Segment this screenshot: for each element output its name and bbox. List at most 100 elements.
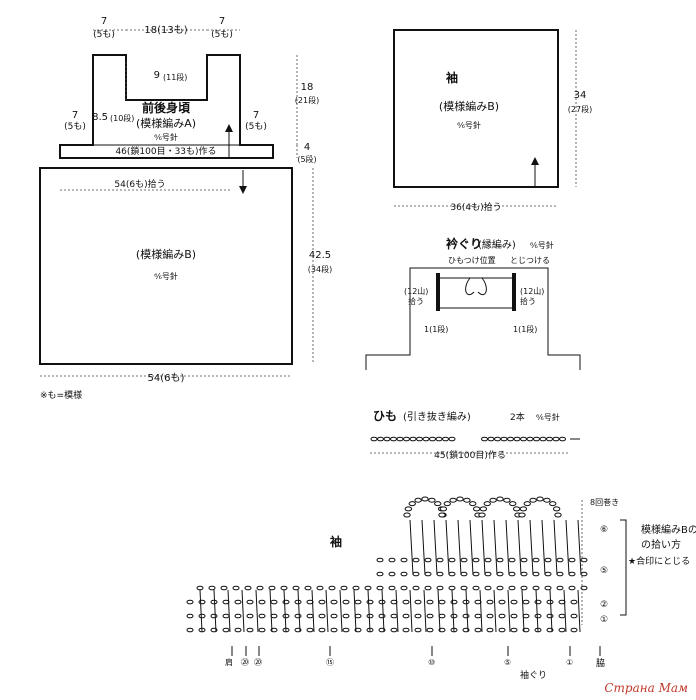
collar-piece: 衿ぐり (縁編み) ⁶⁄₆号針 ひもつけ位置 とじつける (12山) 拾う (1…	[365, 236, 581, 370]
chain-stitch	[448, 585, 456, 591]
yoke-height-sub: (21段)	[295, 95, 319, 105]
body-piece: 7 (5も) 18(13も) 7 (5も) 9 (11段) 8.5 (10段) …	[39, 16, 332, 401]
side-label-2: 袖ぐり	[520, 669, 547, 681]
dc-stitch	[367, 589, 371, 633]
chain-stitch	[366, 613, 374, 619]
chain-stitch	[396, 436, 404, 442]
dc-stitch	[563, 589, 567, 633]
chain-stitch	[403, 512, 411, 518]
band-label: 46(鎖100目・33も)作る	[115, 145, 216, 157]
chain-stitch	[244, 585, 252, 591]
body-needle-b: ⁶⁄₆号針	[154, 271, 178, 281]
chain-stitch	[558, 613, 566, 619]
stitch-title: 袖	[330, 534, 342, 549]
chain-stitch	[534, 613, 542, 619]
dc-stitch	[311, 589, 315, 633]
chain-stitch	[462, 599, 470, 605]
chain-stitch	[443, 501, 451, 507]
chain-stitch	[280, 585, 288, 591]
side-width-l: 7	[72, 110, 78, 121]
chain-stitch	[404, 506, 413, 512]
chain-stitch	[438, 613, 446, 619]
chain-stitch	[460, 571, 468, 577]
dc-stitch	[493, 589, 497, 633]
chain-stitch	[412, 585, 420, 591]
chain-stitch	[486, 627, 494, 633]
dc-stitch	[241, 589, 245, 633]
bottom-label-1: ①	[566, 658, 573, 667]
chain-stitch	[208, 585, 216, 591]
sleeve-height: 34	[574, 90, 587, 101]
dc-stitch	[421, 519, 426, 576]
chain-stitch	[429, 436, 436, 442]
chain-stitch	[402, 599, 410, 605]
dc-stitch	[283, 589, 287, 633]
chain-stitch	[486, 613, 494, 619]
chain-stitch	[489, 497, 497, 503]
chain-stitch	[448, 571, 456, 577]
chain-stitch	[330, 599, 338, 605]
side-width-r: 7	[253, 110, 259, 121]
chain-stitch	[328, 585, 336, 591]
chain-stitch	[270, 599, 278, 605]
chain-stitch	[520, 585, 528, 591]
dc-stitch	[325, 589, 329, 633]
top-strap-width-r-sub: (5も)	[211, 29, 233, 40]
chain-stitch	[390, 627, 398, 633]
dc-stitch	[521, 589, 525, 633]
dc-stitch	[255, 589, 259, 633]
collar-needle: ⁶⁄₆号針	[530, 240, 554, 250]
chain-stitch	[508, 585, 516, 591]
strap-height-sub: (11段)	[163, 72, 187, 82]
chain-stitch	[523, 501, 531, 507]
chain-stitch	[378, 613, 386, 619]
pick-r2: 拾う	[520, 296, 536, 306]
body-height-sub: (34段)	[308, 264, 332, 274]
chain-stitch	[520, 436, 527, 442]
band-height: 4	[304, 142, 310, 153]
tie-chain	[370, 436, 580, 442]
chain-stitch	[472, 585, 480, 591]
chain-stitch	[529, 497, 537, 503]
sleeve-pattern: (模様編みB)	[439, 99, 499, 113]
dc-stitch	[541, 519, 546, 576]
collar-edge-r	[512, 273, 516, 311]
chain-stitch	[546, 599, 554, 605]
chain-stitch	[246, 627, 254, 633]
body-pattern-a: (模様編みA)	[136, 116, 196, 130]
dc-stitch	[565, 519, 570, 576]
note: ※も=模様	[40, 389, 82, 401]
chain-stitch	[426, 627, 434, 633]
chain-stitch	[486, 599, 494, 605]
chain-stitch	[484, 557, 492, 563]
chain-stitch	[508, 571, 516, 577]
top-gap-width: 18(13も)	[144, 24, 187, 36]
row-marker-2: ②	[600, 600, 608, 610]
chain-stitch	[234, 613, 242, 619]
chain-stitch	[509, 501, 517, 507]
chain-stitch	[449, 497, 457, 503]
dc-stitch	[339, 589, 343, 633]
chain-stitch	[519, 506, 528, 512]
chain-stitch	[234, 599, 242, 605]
down-arrow-head	[239, 186, 247, 194]
chain-stitch	[402, 627, 410, 633]
tie-bow	[465, 277, 487, 296]
side-width-r-sub: (5も)	[245, 121, 267, 132]
dc-stitch	[517, 519, 522, 576]
chain-stitch	[342, 599, 350, 605]
dc-stitch	[297, 589, 301, 633]
tie-position: ひもつけ位置	[448, 255, 496, 265]
chain-stitch	[186, 613, 194, 619]
chain-stitch	[546, 613, 554, 619]
chain-stitch	[534, 599, 542, 605]
chain-stitch	[318, 599, 326, 605]
chain-stitch	[484, 585, 492, 591]
chain-stitch	[306, 613, 314, 619]
chain-stitch	[570, 613, 578, 619]
chain-stitch	[570, 599, 578, 605]
dc-stitch	[395, 589, 399, 633]
chain-stitch	[383, 436, 391, 442]
chain-stitch	[510, 613, 518, 619]
chain-stitch	[532, 557, 540, 563]
